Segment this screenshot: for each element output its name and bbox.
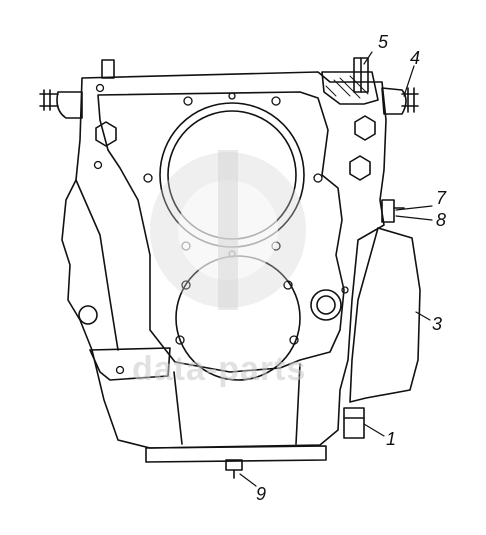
callout-7: 7 <box>436 188 447 208</box>
side-plate-3 <box>349 227 421 403</box>
callout-9: 9 <box>256 484 266 504</box>
left-boss <box>78 305 98 325</box>
right-lifting-lug <box>381 87 419 115</box>
fitting-7-8 <box>381 199 405 223</box>
callout-3: 3 <box>432 314 442 334</box>
left-rib <box>75 179 119 351</box>
leader-lines <box>239 51 433 487</box>
callout-8: 8 <box>436 210 446 230</box>
side-boss <box>310 289 342 321</box>
left-lifting-lug <box>39 89 83 119</box>
lower-bolt-holes <box>175 280 299 345</box>
bottom-pan <box>145 363 327 463</box>
bolt-1 <box>343 407 365 439</box>
bolt-5 <box>353 57 369 93</box>
top-right-pocket <box>321 71 379 105</box>
top-left-stud <box>101 59 115 79</box>
pocket-hatch <box>325 75 369 99</box>
callouts: 1 3 4 5 7 8 9 <box>256 32 447 504</box>
left-flange <box>89 347 171 381</box>
watermark-text: data-parts <box>132 350 306 388</box>
housing-outline <box>61 71 387 449</box>
callout-4: 4 <box>410 48 420 68</box>
misc-holes <box>93 83 349 375</box>
hex-nuts <box>95 115 376 181</box>
side-boss-inner <box>316 295 336 315</box>
housing-inner-web <box>97 91 345 373</box>
watermark: data-parts <box>132 150 306 388</box>
callout-5: 5 <box>378 32 389 52</box>
drain-plug-9 <box>225 459 243 479</box>
callout-1: 1 <box>386 429 396 449</box>
